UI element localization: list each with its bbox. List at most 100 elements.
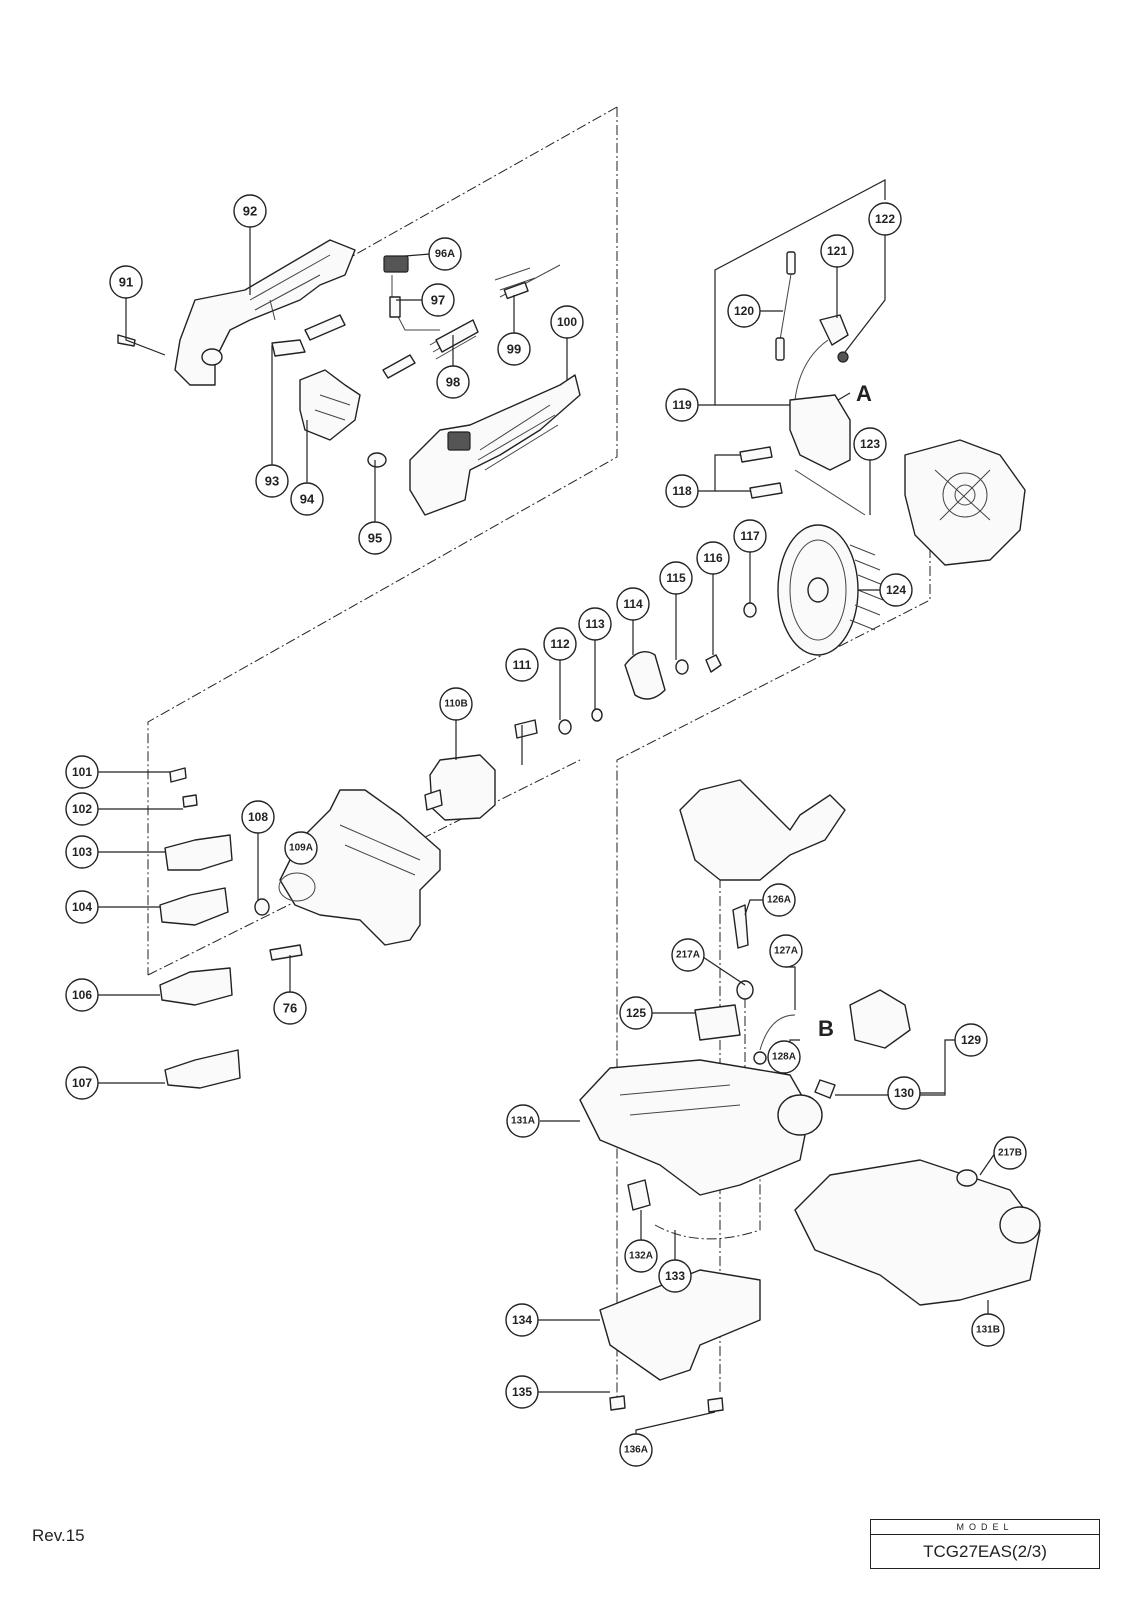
revision-label: Rev.15 bbox=[32, 1526, 85, 1545]
callout-131B: 131B bbox=[971, 1313, 1005, 1347]
callout-131A: 131A bbox=[506, 1104, 540, 1138]
callout-120: 120 bbox=[727, 294, 761, 328]
svg-text:93: 93 bbox=[265, 474, 279, 489]
callout-107: 107 bbox=[65, 1066, 99, 1100]
callout-76: 76 bbox=[273, 991, 307, 1025]
svg-text:136A: 136A bbox=[624, 1445, 648, 1456]
model-box: MODEL TCG27EAS(2/3) bbox=[870, 1519, 1100, 1569]
svg-text:103: 103 bbox=[72, 845, 92, 859]
svg-text:128A: 128A bbox=[772, 1052, 796, 1063]
callout-95: 95 bbox=[358, 521, 392, 555]
callout-94: 94 bbox=[290, 482, 324, 516]
callout-114: 114 bbox=[616, 587, 650, 621]
svg-text:95: 95 bbox=[368, 531, 382, 546]
leader-lines bbox=[98, 179, 1010, 1434]
callout-118: 118 bbox=[665, 474, 699, 508]
callout-133: 133 bbox=[658, 1259, 692, 1293]
callout-113: 113 bbox=[578, 607, 612, 641]
callout-136A: 136A bbox=[619, 1433, 653, 1467]
svg-text:217B: 217B bbox=[998, 1148, 1022, 1159]
svg-text:97: 97 bbox=[431, 293, 445, 308]
svg-text:107: 107 bbox=[72, 1076, 92, 1090]
callout-117: 117 bbox=[733, 519, 767, 553]
callout-134: 134 bbox=[505, 1303, 539, 1337]
svg-text:133: 133 bbox=[665, 1269, 685, 1283]
svg-text:98: 98 bbox=[446, 375, 460, 390]
callout-108: 108 bbox=[241, 800, 275, 834]
callout-123: 123 bbox=[853, 427, 887, 461]
gear-case-clamps bbox=[159, 767, 441, 1089]
svg-text:115: 115 bbox=[666, 571, 686, 585]
callout-115: 115 bbox=[659, 561, 693, 595]
svg-text:106: 106 bbox=[72, 988, 92, 1002]
rear-handle-assembly bbox=[117, 239, 581, 516]
svg-text:126A: 126A bbox=[767, 895, 791, 906]
svg-text:119: 119 bbox=[672, 398, 692, 412]
reference-letter-a: A bbox=[856, 381, 872, 406]
svg-text:130: 130 bbox=[894, 1086, 914, 1100]
callout-99: 99 bbox=[497, 332, 531, 366]
ignition-coil-assembly bbox=[739, 251, 866, 516]
svg-text:134: 134 bbox=[512, 1313, 532, 1327]
callout-112: 112 bbox=[543, 627, 577, 661]
callout-135: 135 bbox=[505, 1375, 539, 1409]
reference-letter-b: B bbox=[818, 1016, 834, 1041]
fuel-tank-assembly bbox=[579, 779, 1041, 1413]
callout-96A: 96A bbox=[428, 237, 462, 271]
svg-text:120: 120 bbox=[734, 304, 754, 318]
callout-121: 121 bbox=[820, 234, 854, 268]
callout-110B: 110B bbox=[439, 687, 473, 721]
callout-111: 111 bbox=[505, 648, 539, 682]
model-heading: MODEL bbox=[871, 1520, 1099, 1535]
callout-91: 91 bbox=[109, 265, 143, 299]
callout-127A: 127A bbox=[769, 934, 803, 968]
svg-text:109A: 109A bbox=[289, 843, 313, 854]
svg-text:118: 118 bbox=[672, 484, 692, 498]
svg-text:127A: 127A bbox=[774, 946, 798, 957]
svg-text:100: 100 bbox=[557, 315, 577, 329]
svg-text:131B: 131B bbox=[976, 1325, 1000, 1336]
callout-217B: 217B bbox=[993, 1136, 1027, 1170]
callout-100: 100 bbox=[550, 305, 584, 339]
svg-text:217A: 217A bbox=[676, 950, 700, 961]
flywheel-clutch-stack bbox=[424, 524, 884, 821]
svg-text:102: 102 bbox=[72, 802, 92, 816]
svg-text:104: 104 bbox=[72, 900, 92, 914]
callout-116: 116 bbox=[696, 541, 730, 575]
svg-text:110B: 110B bbox=[444, 699, 467, 710]
reference-a-arrow bbox=[837, 392, 851, 401]
callout-132A: 132A bbox=[624, 1239, 658, 1273]
callout-93: 93 bbox=[255, 464, 289, 498]
svg-text:92: 92 bbox=[243, 204, 257, 219]
callout-130: 130 bbox=[887, 1076, 921, 1110]
callout-126A: 126A bbox=[762, 883, 796, 917]
svg-text:76: 76 bbox=[283, 1001, 297, 1016]
callout-103: 103 bbox=[65, 835, 99, 869]
svg-text:132A: 132A bbox=[629, 1251, 653, 1262]
svg-text:124: 124 bbox=[886, 583, 906, 597]
callout-128A: 128A bbox=[767, 1040, 801, 1074]
callout-125: 125 bbox=[619, 996, 653, 1030]
callout-98: 98 bbox=[436, 365, 470, 399]
svg-text:125: 125 bbox=[626, 1006, 646, 1020]
svg-text:96A: 96A bbox=[435, 248, 455, 260]
callout-104: 104 bbox=[65, 890, 99, 924]
svg-text:122: 122 bbox=[875, 212, 895, 226]
svg-text:123: 123 bbox=[860, 437, 880, 451]
svg-text:114: 114 bbox=[623, 597, 643, 611]
model-value: TCG27EAS(2/3) bbox=[923, 1542, 1047, 1561]
callout-92: 92 bbox=[233, 194, 267, 228]
svg-text:111: 111 bbox=[513, 658, 532, 672]
callout-101: 101 bbox=[65, 755, 99, 789]
svg-text:91: 91 bbox=[119, 275, 133, 290]
svg-text:99: 99 bbox=[507, 342, 521, 357]
callout-119: 119 bbox=[665, 388, 699, 422]
callout-217A: 217A bbox=[671, 938, 705, 972]
crankcase-housing bbox=[904, 439, 1026, 566]
svg-text:135: 135 bbox=[512, 1385, 532, 1399]
callout-102: 102 bbox=[65, 792, 99, 826]
svg-text:116: 116 bbox=[703, 551, 723, 565]
svg-text:117: 117 bbox=[740, 529, 760, 543]
svg-text:94: 94 bbox=[300, 492, 315, 507]
svg-text:113: 113 bbox=[585, 617, 605, 631]
